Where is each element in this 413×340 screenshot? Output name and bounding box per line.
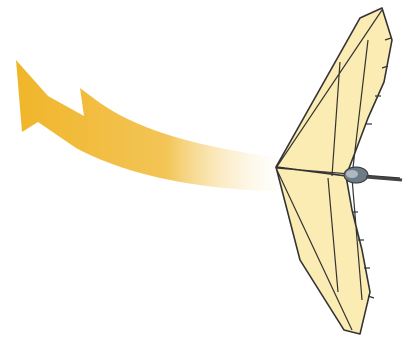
lower-wing [276, 167, 370, 334]
pilot [344, 167, 402, 183]
direction-arrow [16, 60, 290, 192]
